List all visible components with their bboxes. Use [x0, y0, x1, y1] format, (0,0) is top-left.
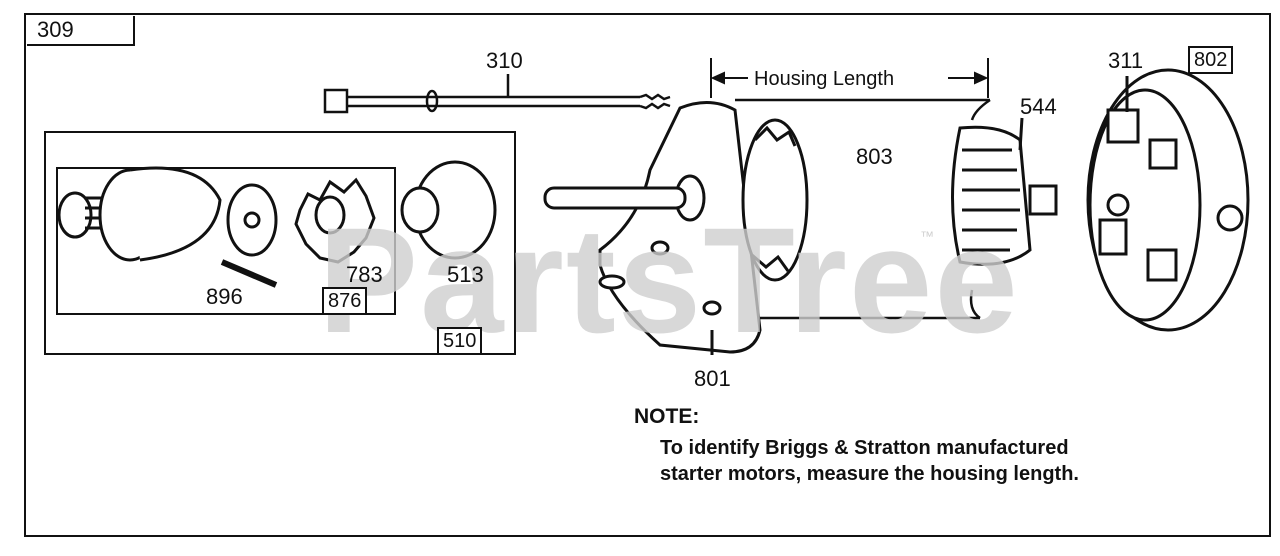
- watermark-tm: ™: [920, 228, 934, 244]
- note-line-1: To identify Briggs & Stratton manufactur…: [660, 437, 1069, 459]
- watermark: PartsTree: [318, 196, 1020, 364]
- outer-frame: [24, 13, 1271, 537]
- part-label-510: 510: [437, 327, 483, 355]
- part-label-310: 310: [486, 48, 523, 73]
- assembly-510-frame: [44, 131, 516, 355]
- pinion-assembly-parts: [57, 160, 497, 288]
- figure-number: 309: [27, 16, 135, 46]
- housing-length-dimension: [710, 58, 989, 98]
- note-line-2: starter motors, measure the housing leng…: [660, 463, 1079, 485]
- part-label-896: 896: [206, 284, 243, 309]
- note-body: To identify Briggs & Stratton manufactur…: [660, 435, 1079, 487]
- part-label-311: 311: [1108, 48, 1144, 73]
- drive-end-cap-801: [543, 101, 762, 355]
- assembly-876-frame: [56, 167, 396, 315]
- part-label-803: 803: [856, 144, 893, 169]
- part-label-876: 876: [322, 287, 368, 315]
- through-bolt-310: [323, 74, 671, 114]
- note-title: NOTE:: [634, 405, 700, 428]
- part-label-544: 544: [1020, 94, 1057, 119]
- part-label-801: 801: [694, 366, 731, 391]
- part-label-802: 802: [1188, 46, 1234, 74]
- part-label-513: 513: [447, 262, 484, 287]
- part-label-783: 783: [346, 262, 383, 287]
- end-cap-802: [1086, 68, 1250, 332]
- brush-ring: [741, 118, 809, 282]
- housing-length-label: Housing Length: [752, 68, 897, 90]
- housing-803: [735, 98, 991, 320]
- armature-544: [951, 117, 1058, 266]
